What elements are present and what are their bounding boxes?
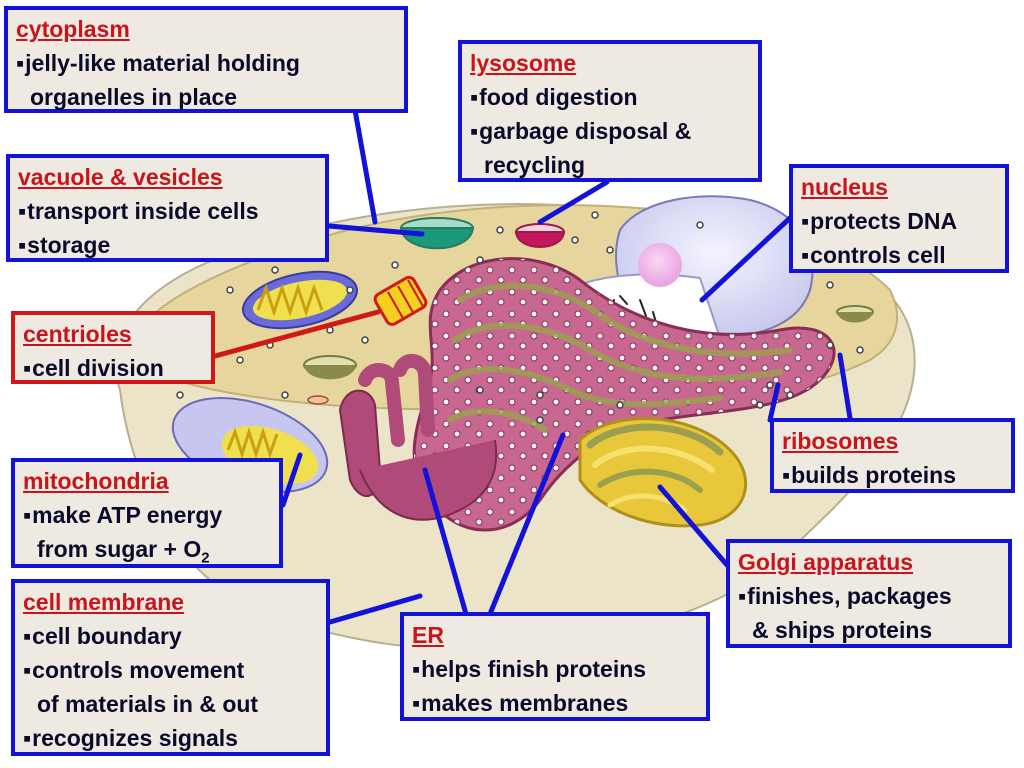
lysosome-shape	[514, 223, 566, 248]
label-ribosomes: ribosomes builds proteins	[770, 418, 1015, 493]
label-golgi-line-2: & ships proteins	[752, 617, 933, 643]
label-vacuole-title: vacuole & vesicles	[18, 164, 223, 190]
label-nucleus-line-1: protects DNA	[801, 204, 997, 238]
label-cytoplasm: cytoplasm jelly-like material holding or…	[4, 6, 408, 113]
label-ribosomes-title: ribosomes	[782, 428, 899, 454]
label-mitochondria: mitochondria make ATP energy from sugar …	[11, 458, 283, 568]
label-lysosome-line-2: garbage disposal &	[470, 114, 750, 148]
label-golgi-line-1: finishes, packages	[738, 579, 1000, 613]
label-er-line-1: helps finish proteins	[412, 652, 698, 686]
label-cytoplasm-title: cytoplasm	[16, 16, 130, 42]
label-golgi-title: Golgi apparatus	[738, 549, 914, 575]
golgi-shape	[578, 417, 748, 528]
label-mitochondria-subscript: 2	[201, 549, 210, 567]
label-membrane-title: cell membrane	[23, 589, 185, 615]
label-lysosome-line-1: food digestion	[470, 80, 750, 114]
label-ribosomes-line-1: builds proteins	[782, 458, 1003, 492]
label-er-line-2: makes membranes	[412, 686, 698, 720]
label-vacuole-vesicles: vacuole & vesicles transport inside cell…	[6, 154, 329, 262]
label-vacuole-line-1: transport inside cells	[18, 194, 317, 228]
label-cytoplasm-line-1: jelly-like material holding	[16, 46, 396, 80]
label-nucleus-line-2: controls cell	[801, 238, 997, 272]
mitochondrion-top-shape	[242, 270, 358, 330]
label-lysosome-line-3: recycling	[484, 152, 585, 178]
label-centrioles: centrioles cell division	[11, 311, 215, 384]
label-golgi-apparatus: Golgi apparatus finishes, packages & shi…	[726, 539, 1012, 648]
label-mitochondria-line-2: from sugar + O2	[23, 532, 271, 576]
leader-lines	[212, 107, 853, 625]
label-membrane-line-4: recognizes signals	[23, 721, 318, 755]
label-membrane-line-2: controls movement	[23, 653, 318, 687]
label-nucleus-title: nucleus	[801, 174, 888, 200]
label-centrioles-line-1: cell division	[23, 351, 203, 385]
label-vacuole-line-2: storage	[18, 228, 317, 262]
label-mitochondria-line-2-text: from sugar + O	[37, 536, 202, 562]
label-nucleus: nucleus protects DNA controls cell	[789, 164, 1009, 273]
er-shape	[338, 257, 836, 532]
centriole-shape	[373, 275, 428, 326]
label-cytoplasm-line-2: organelles in place	[30, 84, 238, 110]
label-centrioles-title: centrioles	[23, 321, 132, 347]
label-er-title: ER	[412, 622, 444, 648]
label-membrane-line-1: cell boundary	[23, 619, 318, 653]
label-lysosome: lysosome food digestion garbage disposal…	[458, 40, 762, 182]
label-membrane-line-3: of materials in & out	[37, 691, 259, 717]
label-mitochondria-line-1: make ATP energy	[23, 498, 271, 532]
nucleolus-shape	[638, 243, 682, 287]
label-lysosome-title: lysosome	[470, 50, 577, 76]
label-cell-membrane: cell membrane cell boundary controls mov…	[11, 579, 330, 756]
vesicles-shape	[303, 305, 874, 405]
label-er: ER helps finish proteins makes membranes	[400, 612, 710, 721]
label-mitochondria-title: mitochondria	[23, 468, 169, 494]
